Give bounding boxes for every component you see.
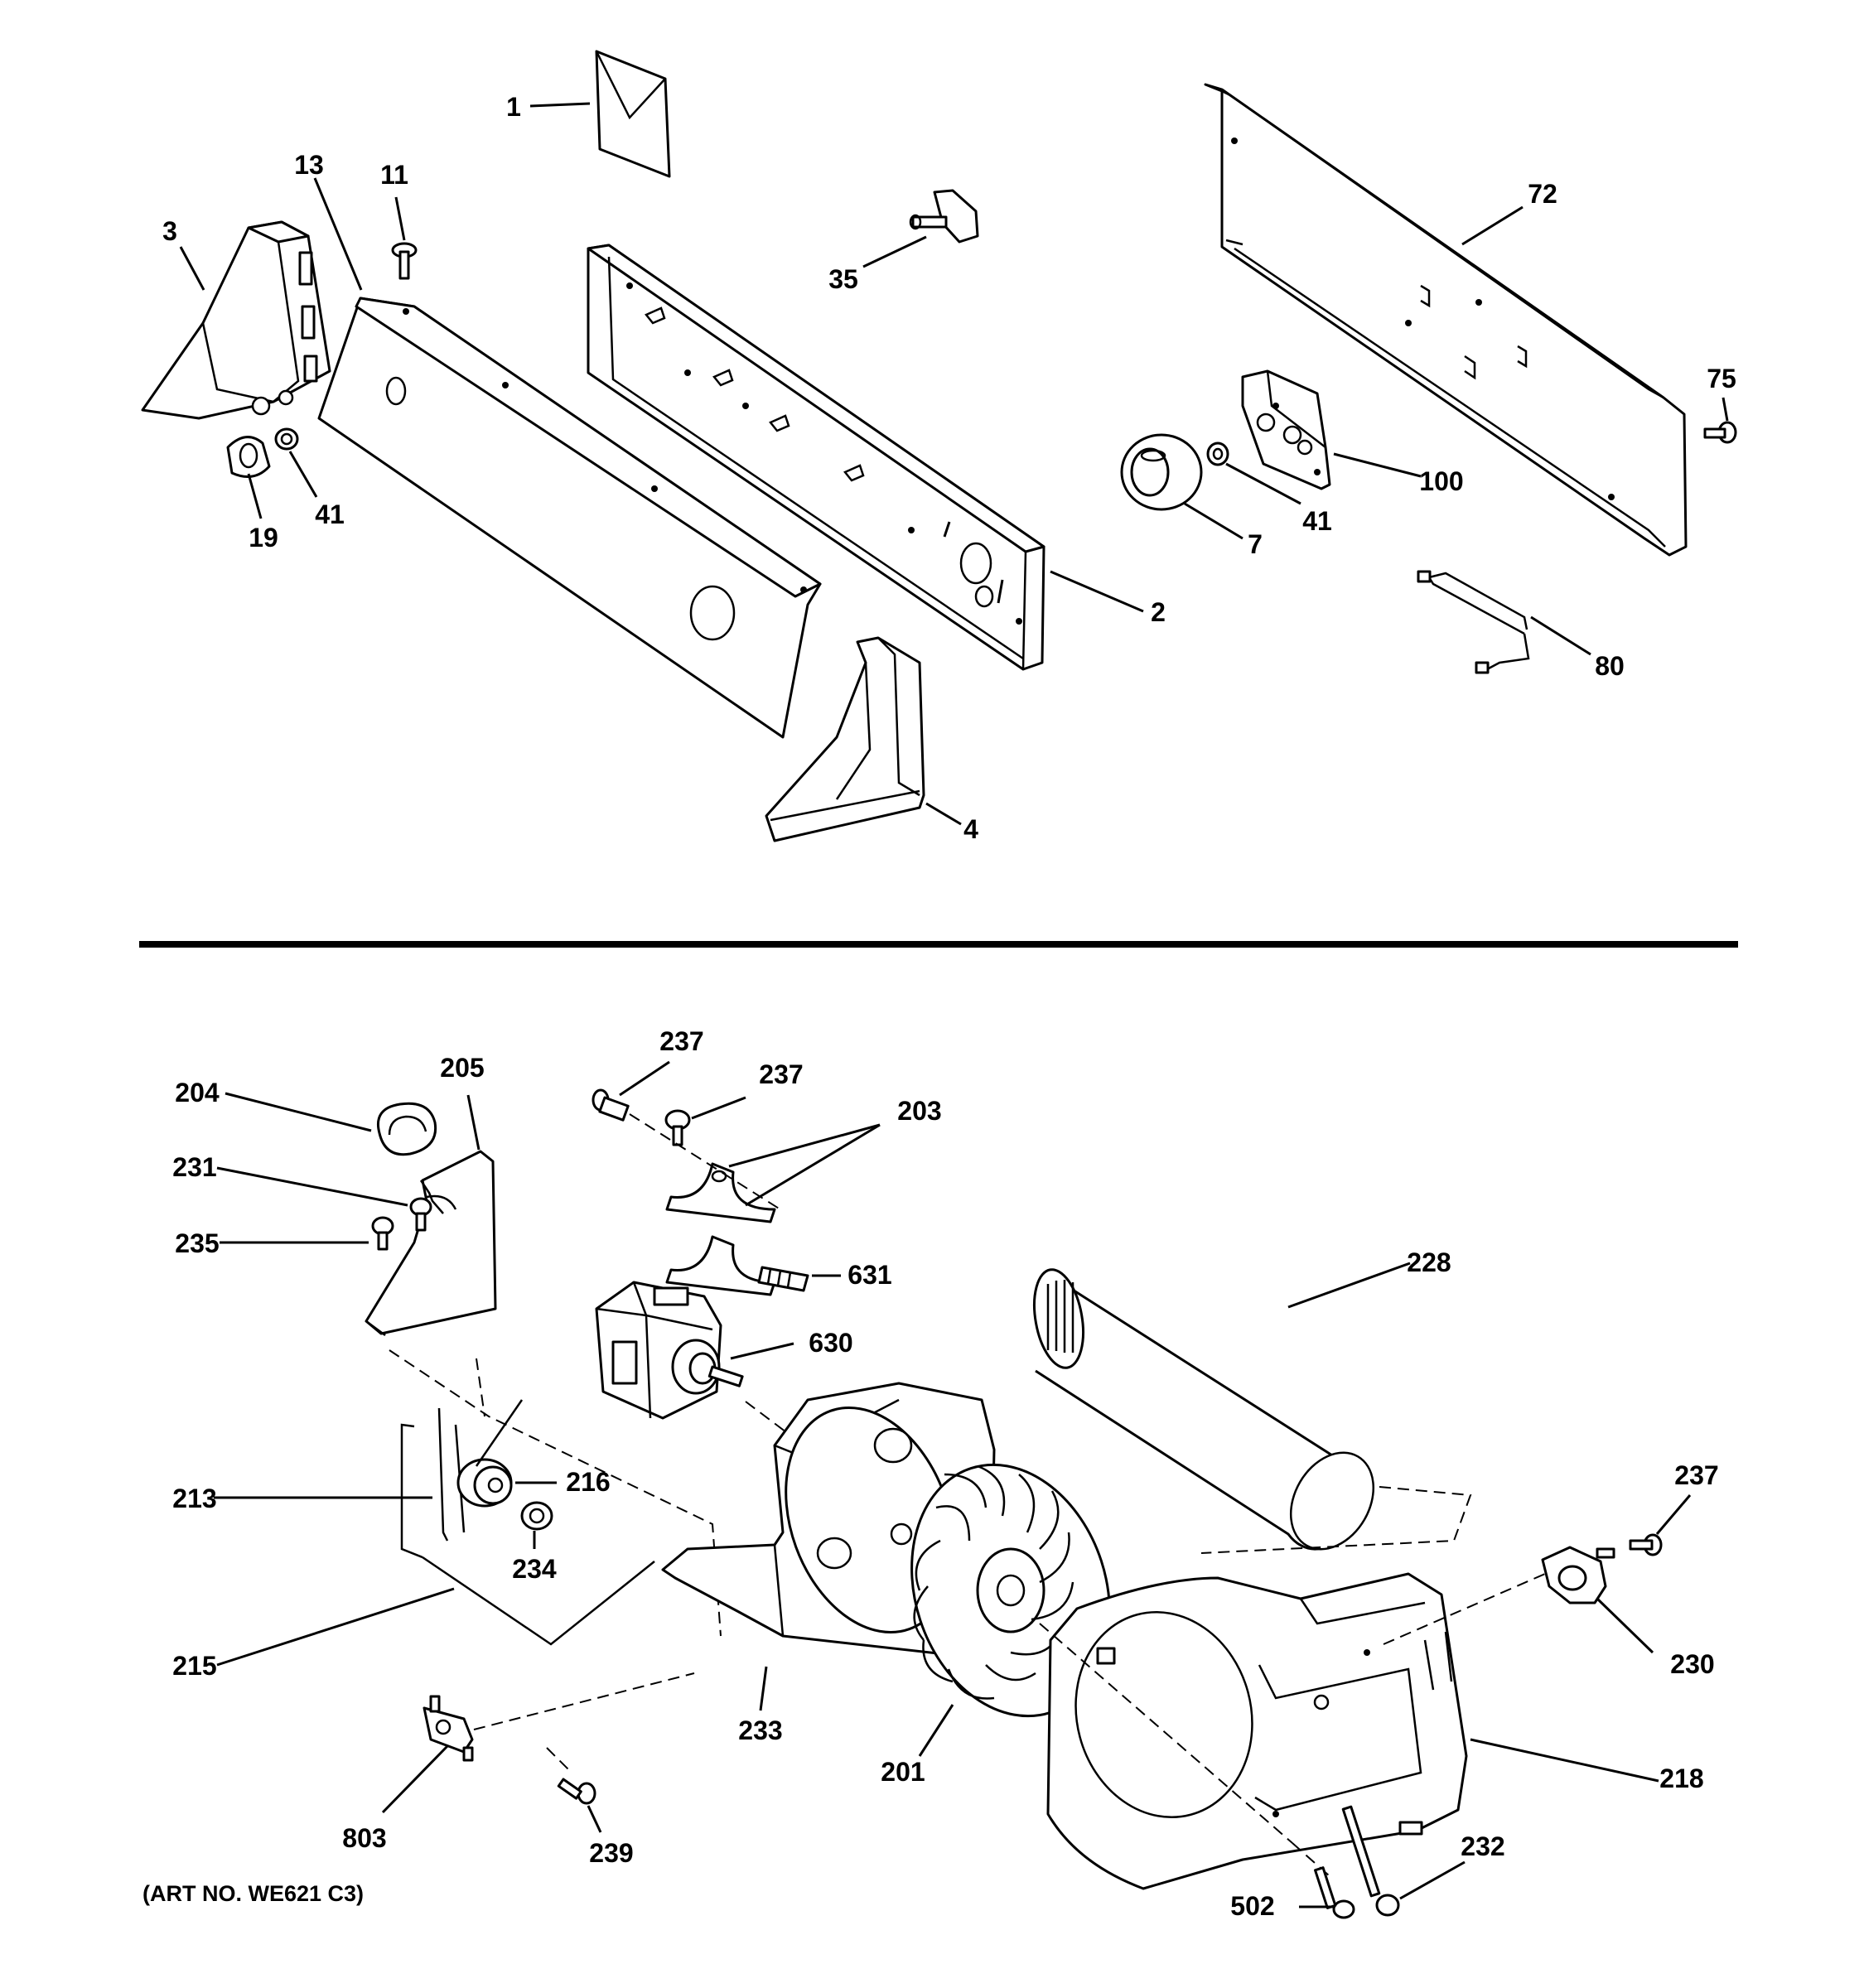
callout-231: 231 bbox=[172, 1152, 216, 1182]
callout-72: 72 bbox=[1528, 179, 1557, 209]
part-237-screw-b bbox=[664, 1109, 691, 1146]
callout-213: 213 bbox=[172, 1484, 216, 1513]
callout-4: 4 bbox=[963, 814, 978, 844]
callout-502: 502 bbox=[1230, 1891, 1274, 1921]
part-218-blower-housing bbox=[1046, 1572, 1468, 1890]
callout-239: 239 bbox=[589, 1838, 633, 1868]
callout-235: 235 bbox=[175, 1228, 219, 1258]
part-35-bracket bbox=[909, 189, 979, 244]
part-239-screw bbox=[557, 1778, 596, 1805]
part-502-screw bbox=[1314, 1866, 1355, 1919]
part-237-screw-c bbox=[1629, 1533, 1663, 1556]
part-19-knob bbox=[226, 436, 271, 478]
callout-1: 1 bbox=[506, 92, 521, 122]
part-80-wire-harness bbox=[1417, 570, 1530, 674]
part-213-idler-arm bbox=[400, 1407, 466, 1559]
callout-2: 2 bbox=[1151, 597, 1166, 627]
callout-218: 218 bbox=[1659, 1764, 1703, 1793]
part-232-long-screw bbox=[1341, 1805, 1400, 1917]
part-13-control-panel bbox=[317, 297, 822, 739]
callout-7: 7 bbox=[1248, 529, 1263, 559]
callout-215: 215 bbox=[172, 1651, 216, 1681]
callout-13: 13 bbox=[294, 150, 324, 180]
part-41-left-clip bbox=[274, 427, 299, 451]
part-41-right-clip bbox=[1206, 442, 1229, 466]
part-630-motor bbox=[595, 1281, 744, 1420]
part-1-envelope bbox=[595, 50, 671, 178]
callout-631: 631 bbox=[847, 1260, 891, 1290]
callout-630: 630 bbox=[809, 1328, 852, 1358]
callout-19: 19 bbox=[249, 523, 278, 552]
art-number: (ART NO. WE621 C3) bbox=[142, 1881, 364, 1906]
callout-232: 232 bbox=[1461, 1831, 1504, 1861]
part-75-screw bbox=[1703, 421, 1737, 444]
part-228-exhaust-duct bbox=[1033, 1268, 1375, 1551]
part-3-left-endcap bbox=[141, 220, 331, 420]
callout-803: 803 bbox=[342, 1823, 386, 1853]
part-7-knob bbox=[1120, 433, 1203, 511]
callout-205: 205 bbox=[440, 1053, 484, 1083]
callout-75: 75 bbox=[1707, 364, 1736, 393]
callout-230: 230 bbox=[1670, 1649, 1714, 1679]
part-205-bracket bbox=[365, 1150, 497, 1337]
callout-3: 3 bbox=[162, 216, 177, 246]
callout-228: 228 bbox=[1407, 1247, 1451, 1277]
callout-35: 35 bbox=[828, 264, 858, 294]
callout-216: 216 bbox=[566, 1467, 610, 1497]
callout-80: 80 bbox=[1595, 651, 1625, 681]
part-235-screw bbox=[371, 1216, 394, 1251]
callout-41-left: 41 bbox=[315, 499, 345, 529]
part-216-pulley bbox=[456, 1399, 524, 1508]
part-234-spacer bbox=[520, 1501, 553, 1531]
callout-233: 233 bbox=[738, 1715, 782, 1745]
callout-204: 204 bbox=[175, 1078, 220, 1107]
part-204-clamp bbox=[377, 1102, 437, 1156]
part-231-screw bbox=[409, 1197, 432, 1232]
part-203-motor-mounts bbox=[665, 1162, 776, 1296]
part-2-backsplash-frame bbox=[587, 244, 1045, 671]
part-237-screw-a bbox=[592, 1088, 630, 1122]
callout-237-a: 237 bbox=[659, 1026, 703, 1056]
part-72-back-panel bbox=[1204, 83, 1688, 557]
part-230-thermostat bbox=[1541, 1546, 1615, 1604]
callout-41-right: 41 bbox=[1302, 506, 1332, 536]
callout-100: 100 bbox=[1419, 466, 1463, 496]
part-803-switch bbox=[423, 1695, 474, 1762]
callout-234: 234 bbox=[512, 1554, 557, 1584]
callout-203: 203 bbox=[897, 1096, 941, 1126]
part-631-capacitor bbox=[757, 1266, 809, 1292]
callout-237-b: 237 bbox=[759, 1059, 803, 1089]
part-215-belt bbox=[422, 1556, 655, 1646]
part-11-screw bbox=[391, 242, 418, 280]
part-4-right-endcap bbox=[765, 636, 925, 842]
callout-201: 201 bbox=[881, 1757, 925, 1787]
callout-237-c: 237 bbox=[1674, 1460, 1718, 1490]
section-divider bbox=[139, 941, 1738, 948]
part-100-timer bbox=[1241, 369, 1331, 490]
callout-11: 11 bbox=[380, 160, 408, 190]
